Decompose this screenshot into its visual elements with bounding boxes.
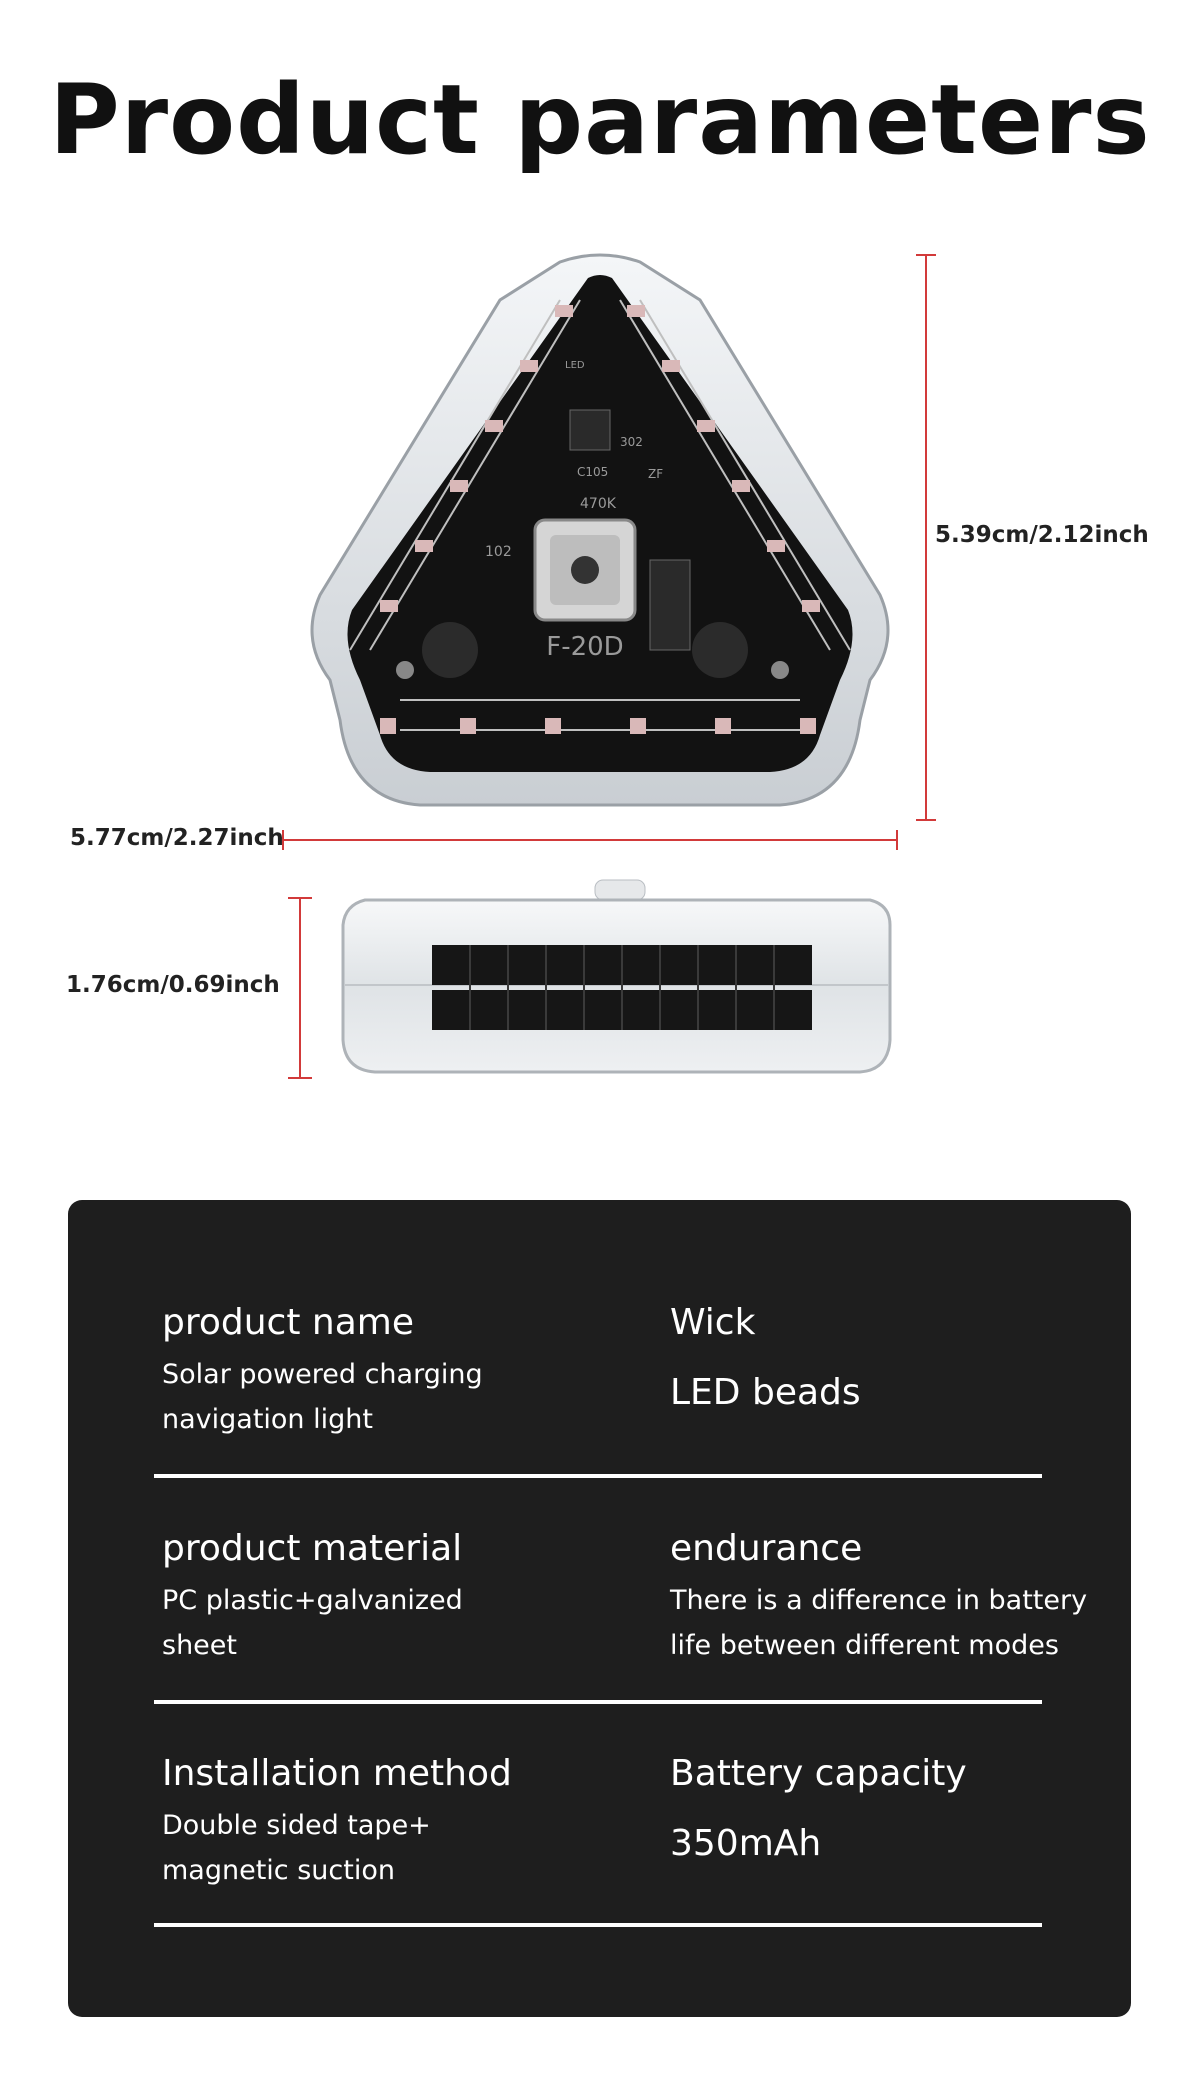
chip-label: F-20D <box>546 632 623 662</box>
pcb-label: LED <box>565 360 585 371</box>
light-side-view <box>341 879 892 1074</box>
led-beads <box>380 305 820 734</box>
param-cell: product name Solar powered charging navi… <box>162 1300 622 1442</box>
dimension-lines <box>282 254 936 1079</box>
param-heading: product material <box>162 1528 463 1569</box>
param-heading: Wick <box>670 1302 756 1343</box>
product-illustration: F-20D 470K 102 C105 302 ZF LED <box>282 253 936 1079</box>
page-title: Product parameters <box>49 64 1151 176</box>
row-divider <box>154 1474 1042 1478</box>
param-cell: product material PC plastic+galvanized s… <box>162 1526 622 1668</box>
param-cell: Wick LED beads <box>670 1300 1100 1416</box>
pcb-label: C105 <box>577 465 608 479</box>
pcb-label: 470K <box>580 496 617 512</box>
pcb-label: 302 <box>620 435 643 449</box>
parameters-panel: product name Solar powered charging navi… <box>68 1200 1131 2017</box>
height-dimension-label: 5.39cm/2.12inch <box>935 522 1149 548</box>
param-value: Double sided tape+ magnetic suction <box>162 1810 431 1886</box>
param-cell: Battery capacity 350mAh <box>670 1751 1100 1867</box>
param-value: PC plastic+galvanized sheet <box>162 1585 463 1661</box>
param-cell: endurance There is a difference in batte… <box>670 1526 1100 1668</box>
pcb-label: 102 <box>485 544 512 560</box>
param-heading: product name <box>162 1302 414 1343</box>
row-divider <box>154 1700 1042 1704</box>
param-value: LED beads <box>670 1372 861 1413</box>
param-heading: Battery capacity <box>670 1753 967 1794</box>
param-heading: endurance <box>670 1528 863 1569</box>
light-top-view: F-20D 470K 102 C105 302 ZF LED <box>310 253 890 807</box>
param-heading: Installation method <box>162 1753 512 1794</box>
param-value: Solar powered charging navigation light <box>162 1359 483 1435</box>
solar-panel <box>432 945 812 1030</box>
width-dimension-label: 5.77cm/2.27inch <box>70 825 284 851</box>
param-value: 350mAh <box>670 1823 822 1864</box>
param-cell: Installation method Double sided tape+ m… <box>162 1751 622 1893</box>
row-divider <box>154 1923 1042 1927</box>
pcb-label: ZF <box>648 467 663 481</box>
param-value: There is a difference in battery life be… <box>670 1585 1088 1661</box>
thickness-dimension-label: 1.76cm/0.69inch <box>66 972 280 998</box>
